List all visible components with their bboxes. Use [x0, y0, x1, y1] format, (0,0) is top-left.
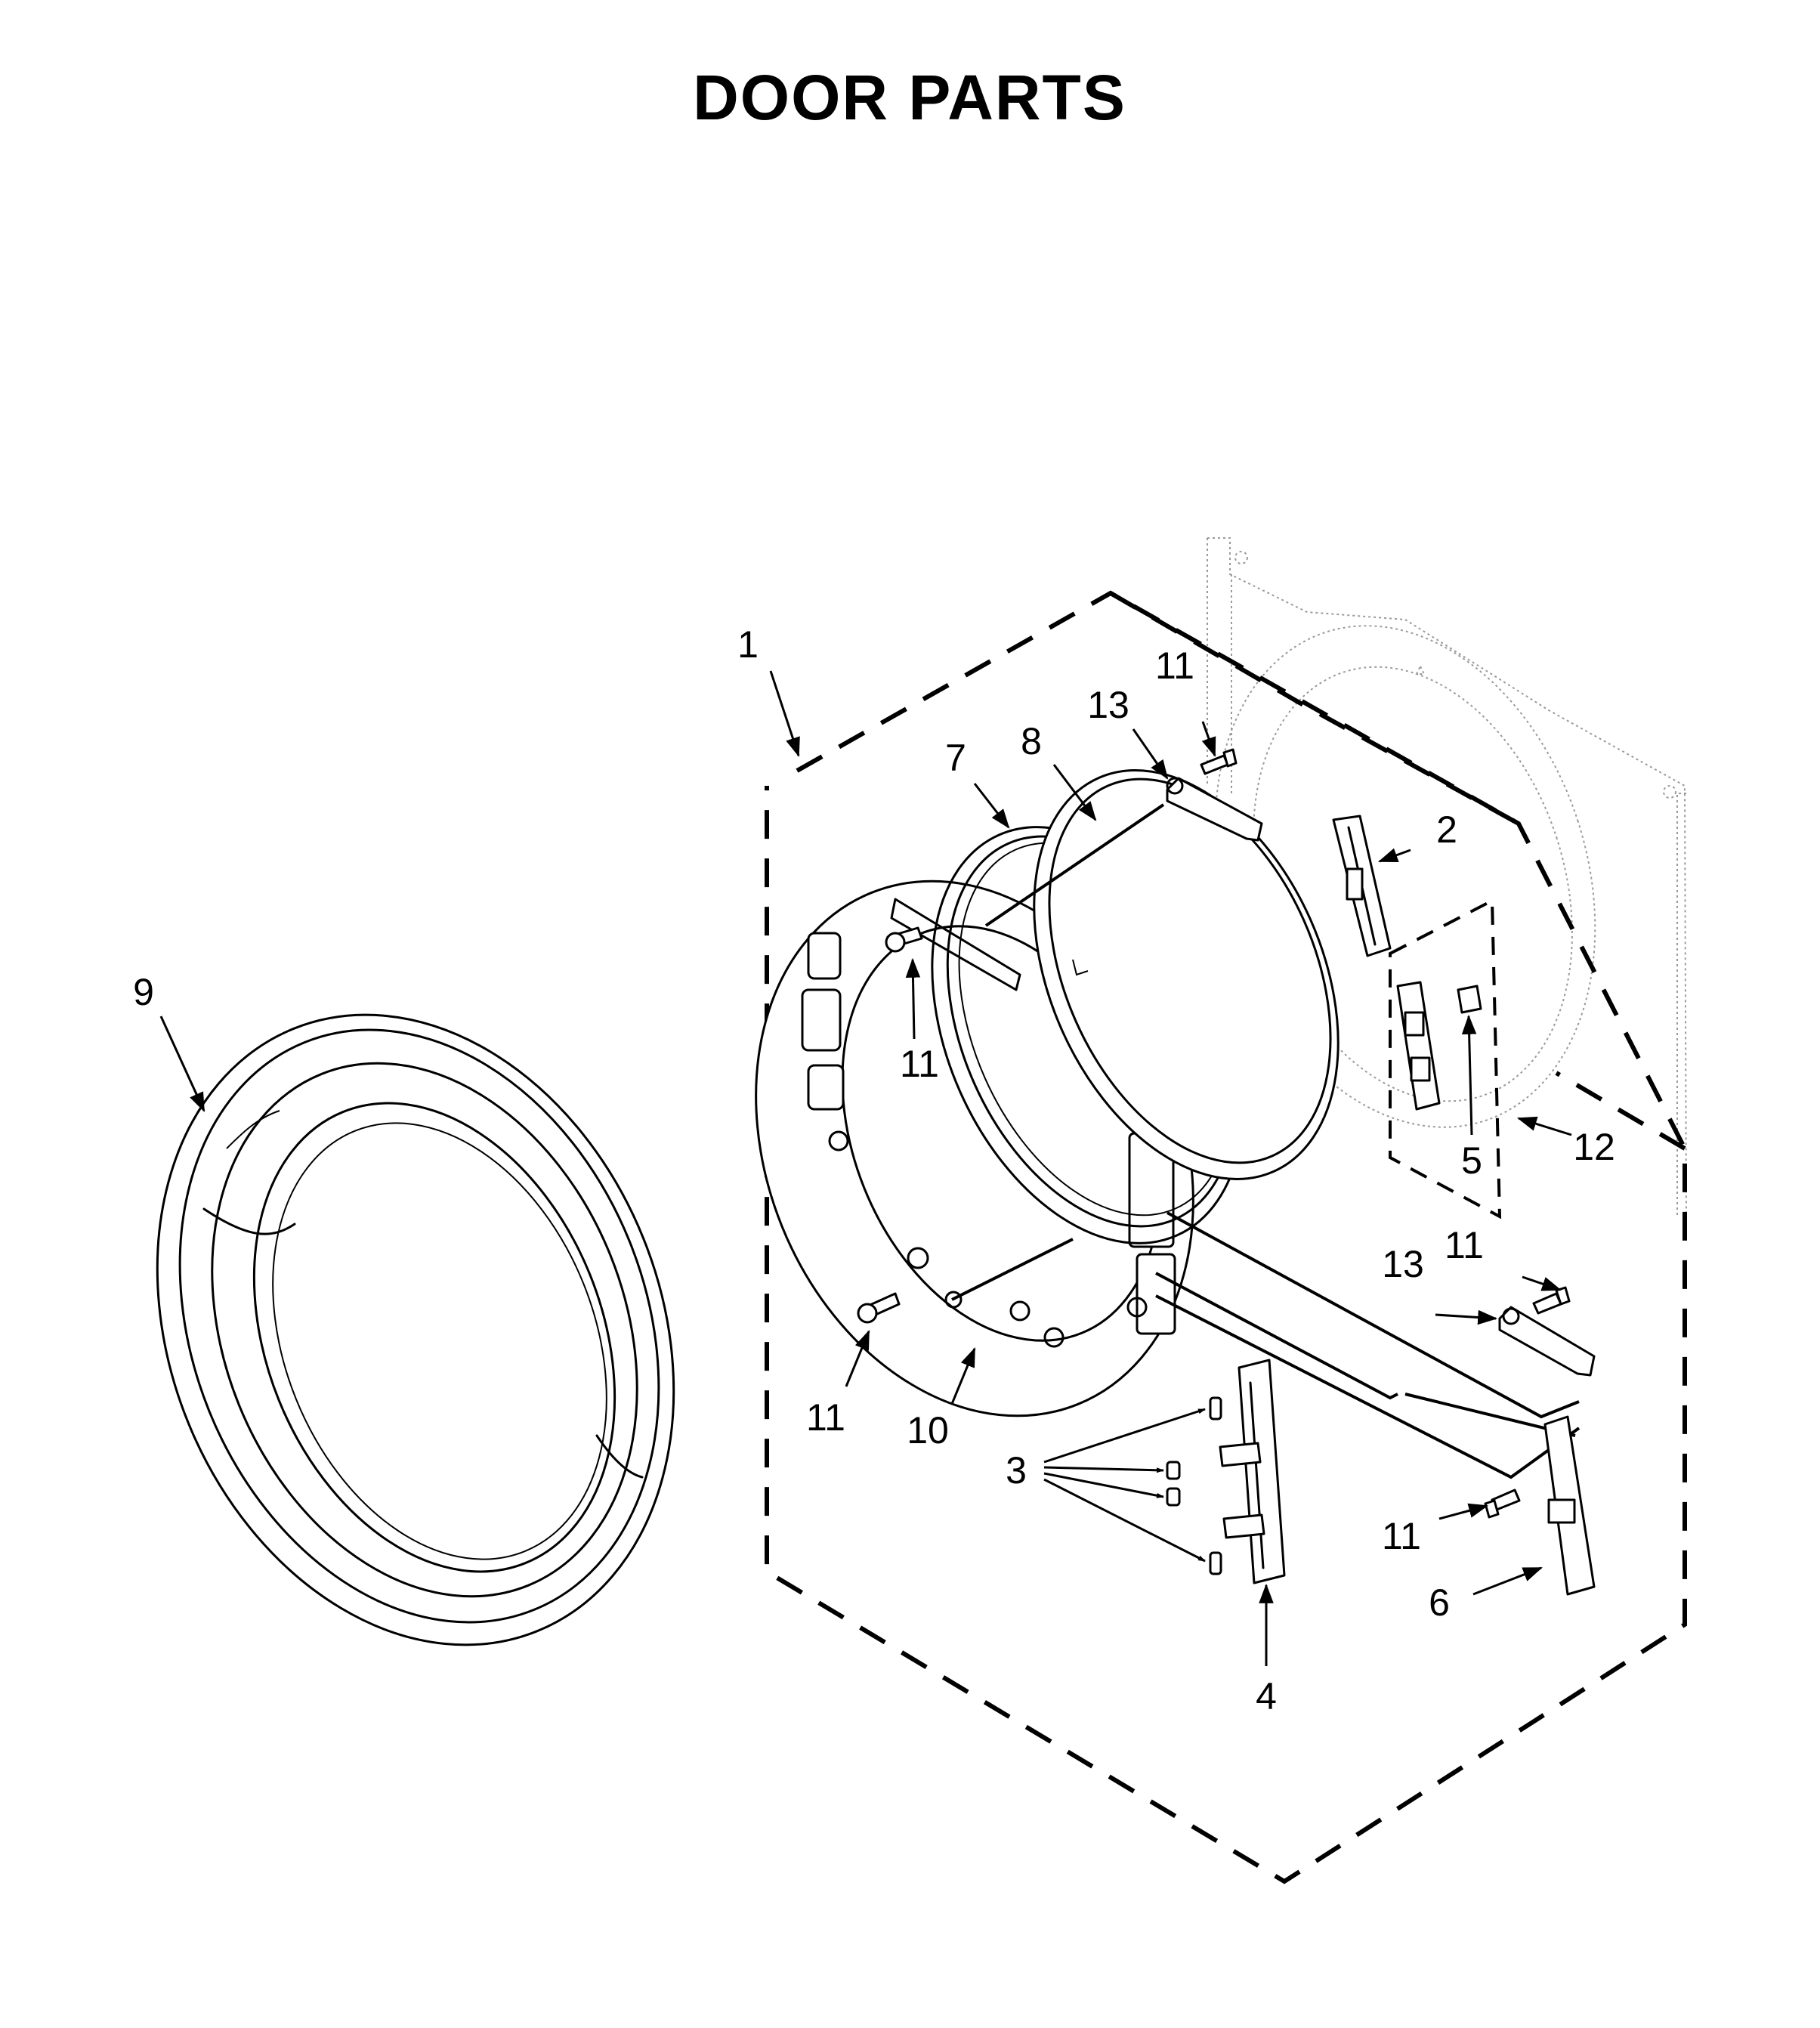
- callout-7: 7: [945, 737, 966, 779]
- callout-5: 5: [1461, 1139, 1482, 1182]
- callout-6: 6: [1429, 1581, 1450, 1624]
- callout-labels: 1 2 3 4 5 6 7 8 9 10 11 11 11 11 11 12 1…: [133, 623, 1615, 1717]
- door-outer-ring: [156, 1013, 675, 1646]
- callout-8: 8: [1021, 720, 1042, 762]
- callout-11-left-top: 11: [900, 1043, 939, 1085]
- callout-11-left-bottom: 11: [806, 1396, 845, 1439]
- door-handle: [1543, 1415, 1596, 1596]
- callout-9: 9: [133, 971, 154, 1013]
- screw-right-mid: [1532, 1286, 1571, 1315]
- callout-13-top: 13: [1087, 684, 1129, 726]
- door-lock: [1396, 981, 1482, 1111]
- callout-11-right-mid: 11: [1445, 1224, 1484, 1266]
- page-title: DOOR PARTS: [693, 62, 1126, 133]
- assembly-boundary: [765, 590, 1687, 1884]
- hinge-pins: [1166, 1396, 1222, 1575]
- screw-top: [1200, 748, 1238, 775]
- lock-group-boundary: [1389, 898, 1502, 1220]
- callout-13-bottom: 13: [1382, 1243, 1424, 1285]
- callout-1: 1: [737, 623, 759, 666]
- callout-4: 4: [1256, 1675, 1277, 1717]
- screw-left-bottom: [857, 1292, 901, 1324]
- callout-10: 10: [907, 1409, 949, 1451]
- hinge-reference-lines: [951, 803, 1581, 1479]
- door-strike: [1332, 815, 1392, 957]
- assembly-boundary-inner: [1109, 591, 1686, 1151]
- door-glass: [1033, 769, 1340, 1180]
- leader-lines: [159, 670, 1572, 1666]
- callout-11-top: 11: [1155, 645, 1194, 687]
- callout-11-right-low: 11: [1382, 1515, 1421, 1557]
- callout-2: 2: [1436, 808, 1457, 851]
- callout-3: 3: [1006, 1449, 1027, 1492]
- door-hinge: [1219, 1359, 1286, 1584]
- screw-right-low: [1484, 1489, 1521, 1519]
- hinge-bracket-top: [1166, 777, 1263, 842]
- hinge-bracket-bottom: [1498, 1306, 1596, 1377]
- screw-left-top: [885, 926, 923, 953]
- callout-12: 12: [1573, 1126, 1615, 1168]
